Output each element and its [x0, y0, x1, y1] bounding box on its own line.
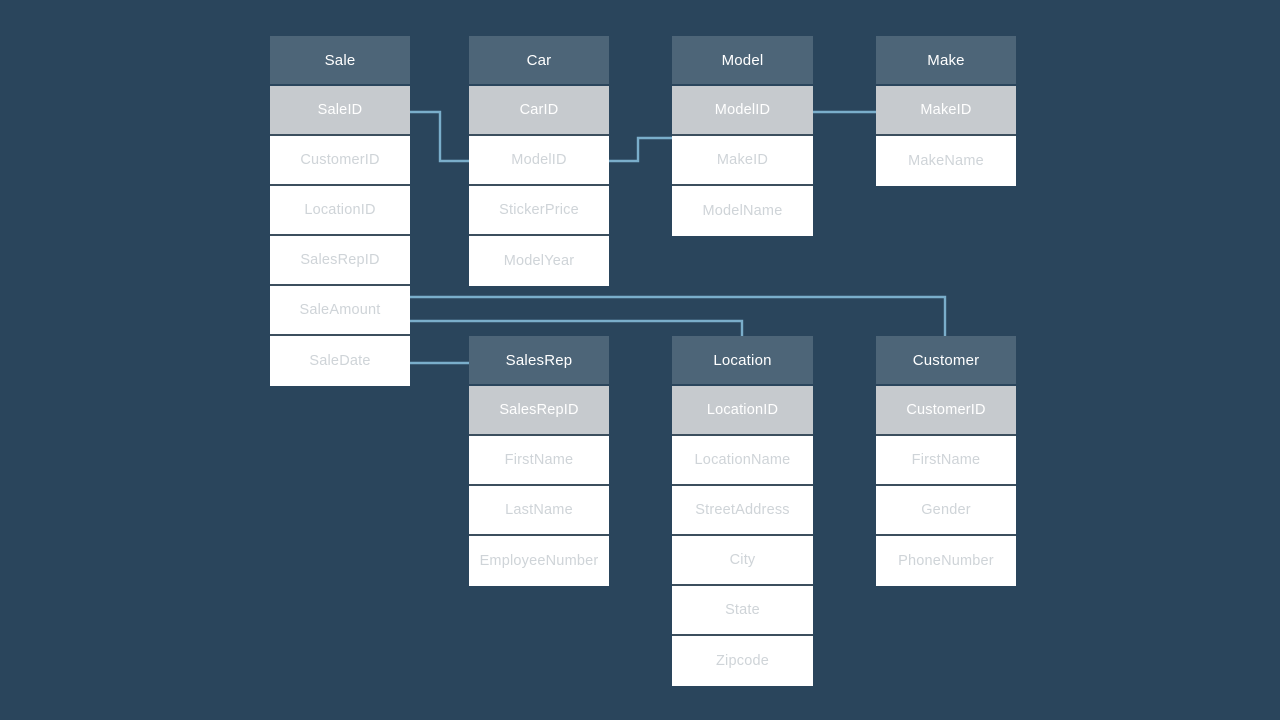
field-row-sale-3[interactable]: SalesRepID: [270, 236, 410, 286]
primary-key-row-model-0[interactable]: ModelID: [672, 86, 813, 136]
primary-key-row-customer-0[interactable]: CustomerID: [876, 386, 1016, 436]
entity-title-sale: Sale: [270, 36, 410, 86]
field-row-make-1[interactable]: MakeName: [876, 136, 1016, 186]
primary-key-row-location-0[interactable]: LocationID: [672, 386, 813, 436]
entity-title-location: Location: [672, 336, 813, 386]
field-row-car-2[interactable]: StickerPrice: [469, 186, 609, 236]
field-row-sale-4[interactable]: SaleAmount: [270, 286, 410, 336]
field-row-location-2[interactable]: StreetAddress: [672, 486, 813, 536]
entity-title-make: Make: [876, 36, 1016, 86]
field-row-location-1[interactable]: LocationName: [672, 436, 813, 486]
field-row-customer-1[interactable]: FirstName: [876, 436, 1016, 486]
primary-key-row-salesrep-0[interactable]: SalesRepID: [469, 386, 609, 436]
field-row-salesrep-2[interactable]: LastName: [469, 486, 609, 536]
field-row-car-1[interactable]: ModelID: [469, 136, 609, 186]
entity-title-model: Model: [672, 36, 813, 86]
field-row-location-4[interactable]: State: [672, 586, 813, 636]
connector-car-to-model: [609, 136, 672, 163]
field-row-sale-5[interactable]: SaleDate: [270, 336, 410, 386]
connector-sale-to-location: [410, 319, 744, 336]
entity-title-car: Car: [469, 36, 609, 86]
primary-key-row-make-0[interactable]: MakeID: [876, 86, 1016, 136]
connector-sale-to-car: [410, 110, 469, 163]
connector-sale-to-customer: [410, 295, 947, 336]
field-row-customer-3[interactable]: PhoneNumber: [876, 536, 1016, 586]
field-row-sale-1[interactable]: CustomerID: [270, 136, 410, 186]
field-row-location-3[interactable]: City: [672, 536, 813, 586]
field-row-model-2[interactable]: ModelName: [672, 186, 813, 236]
field-row-sale-2[interactable]: LocationID: [270, 186, 410, 236]
entity-title-customer: Customer: [876, 336, 1016, 386]
field-row-salesrep-3[interactable]: EmployeeNumber: [469, 536, 609, 586]
entity-title-salesrep: SalesRep: [469, 336, 609, 386]
primary-key-row-car-0[interactable]: CarID: [469, 86, 609, 136]
field-row-salesrep-1[interactable]: FirstName: [469, 436, 609, 486]
field-row-model-1[interactable]: MakeID: [672, 136, 813, 186]
field-row-location-5[interactable]: Zipcode: [672, 636, 813, 686]
field-row-car-3[interactable]: ModelYear: [469, 236, 609, 286]
primary-key-row-sale-0[interactable]: SaleID: [270, 86, 410, 136]
field-row-customer-2[interactable]: Gender: [876, 486, 1016, 536]
